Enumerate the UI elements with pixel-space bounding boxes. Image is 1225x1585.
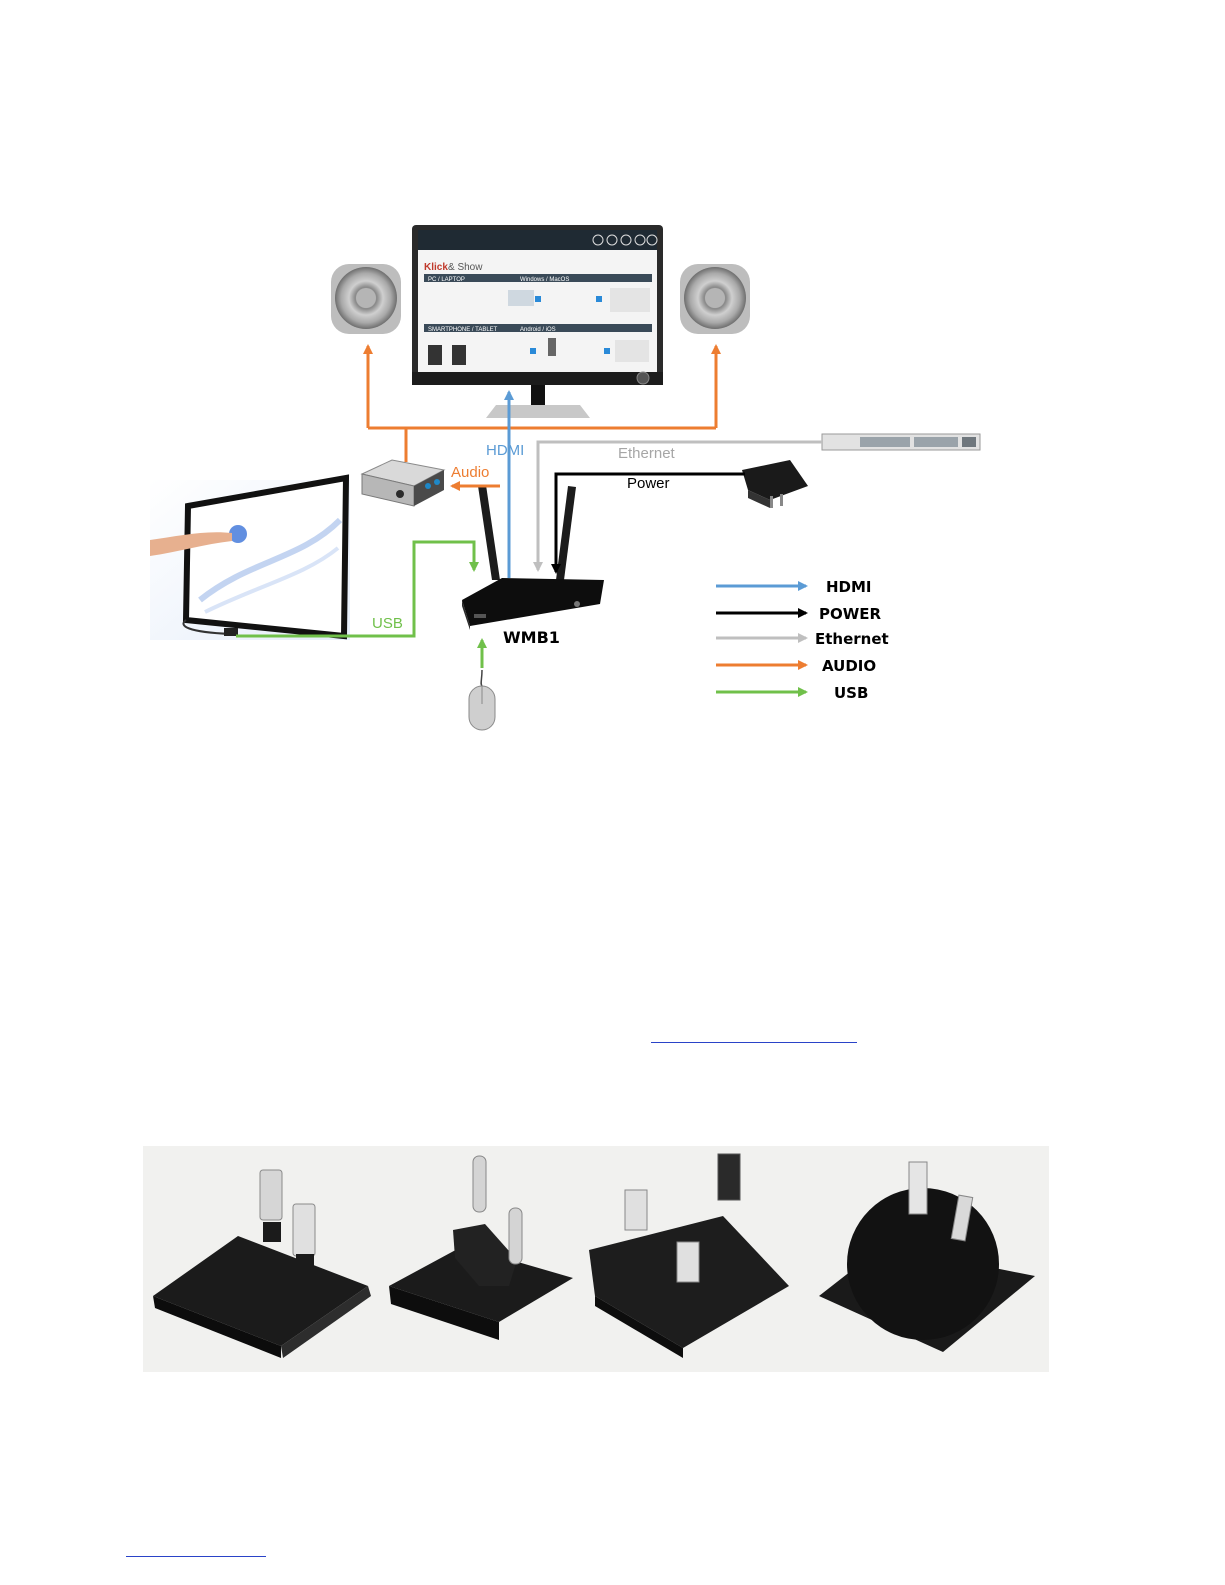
- footer-link-underline[interactable]: [126, 1556, 266, 1557]
- screen-section1: PC / LAPTOP: [428, 277, 465, 283]
- ethernet-label: Ethernet: [618, 445, 676, 462]
- screen-section1-right: Windows / MacOS: [520, 277, 569, 283]
- speaker-icon: [680, 264, 750, 334]
- connection-diagram: Klick & Show PC / LAPTOP Windows / MacOS…: [0, 0, 1225, 760]
- legend-audio: AUDIO: [822, 657, 876, 675]
- au-plug-icon: [819, 1162, 1035, 1352]
- us-plug-icon: [153, 1170, 371, 1358]
- touchscreen-icon: [150, 478, 350, 640]
- legend-power: POWER: [819, 605, 882, 623]
- mouse-icon: [469, 670, 495, 730]
- usb-label: USB: [372, 615, 403, 632]
- legend-ethernet: Ethernet: [815, 630, 889, 648]
- plug-adapters-photo: [143, 1146, 1049, 1372]
- legend-hdmi: HDMI: [826, 578, 872, 596]
- audio-label: Audio: [451, 464, 489, 481]
- eu-plug-icon: [389, 1156, 573, 1340]
- audio-amplifier-icon: [362, 460, 444, 506]
- ethernet-connection: [538, 442, 822, 570]
- network-switch-icon: [822, 434, 980, 450]
- monitor-icon: Klick & Show PC / LAPTOP Windows / MacOS…: [412, 225, 663, 418]
- screen-section2-right: Android / iOS: [520, 327, 556, 333]
- screen-section2: SMARTPHONE / TABLET: [428, 327, 498, 333]
- power-adapter-icon: [742, 460, 808, 508]
- screen-brand: Klick: [424, 262, 448, 273]
- legend: HDMI POWER Ethernet AUDIO USB: [716, 578, 889, 702]
- hyperlink-underline[interactable]: [651, 1042, 857, 1043]
- speaker-icon: [331, 264, 401, 334]
- device-name: WMB1: [503, 628, 560, 647]
- screen-brand-rest: & Show: [448, 262, 483, 273]
- hdmi-label: HDMI: [486, 442, 524, 459]
- uk-plug-icon: [589, 1154, 789, 1358]
- legend-usb: USB: [834, 684, 868, 702]
- router-icon: [462, 485, 604, 630]
- power-label: Power: [627, 475, 670, 492]
